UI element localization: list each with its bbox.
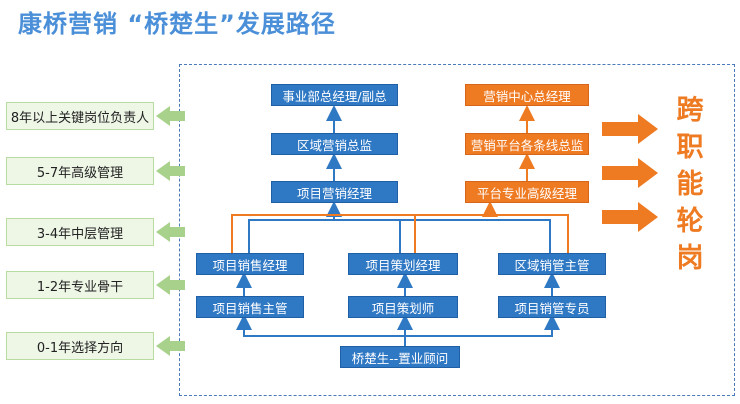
node-sales-manager: 项目销售经理 bbox=[196, 253, 304, 275]
node-marketing-center-gm: 营销中心总经理 bbox=[465, 84, 589, 106]
left-arrow-icon bbox=[156, 336, 170, 356]
level-label: 5-7年高级管理 bbox=[6, 157, 154, 185]
level-label: 0-1年选择方向 bbox=[6, 332, 154, 360]
node-platform-director: 营销平台各条线总监 bbox=[465, 133, 589, 155]
left-arrow-icon bbox=[156, 275, 170, 295]
node-sales-admin-specialist: 项目销管专员 bbox=[498, 296, 606, 318]
node-property-consultant: 桥楚生--置业顾问 bbox=[340, 346, 460, 368]
level-label: 3-4年中层管理 bbox=[6, 218, 154, 246]
cross-function-rotation-label: 跨职能轮岗 bbox=[676, 95, 704, 274]
arrow-tail bbox=[169, 280, 185, 290]
node-sales-admin-supervisor: 区域销管主管 bbox=[498, 253, 606, 275]
node-planner: 项目策划师 bbox=[348, 296, 458, 318]
left-arrow-icon bbox=[156, 222, 170, 242]
node-regional-director: 区域营销总监 bbox=[271, 133, 398, 155]
page-title: 康桥营销 “桥楚生”发展路径 bbox=[18, 10, 336, 38]
node-platform-senior-manager: 平台专业高级经理 bbox=[465, 181, 589, 203]
right-arrow-icon bbox=[602, 158, 658, 188]
right-arrow-icon bbox=[602, 114, 658, 144]
level-item: 5-7年高级管理 bbox=[6, 157, 185, 187]
rotation-arrows bbox=[602, 114, 658, 232]
node-sales-supervisor: 项目销售主管 bbox=[196, 296, 304, 318]
left-arrow-icon bbox=[156, 161, 170, 181]
arrow-tail bbox=[169, 111, 185, 121]
arrow-tail bbox=[169, 227, 185, 237]
level-item: 0-1年选择方向 bbox=[6, 332, 185, 362]
level-item: 1-2年专业骨干 bbox=[6, 271, 185, 301]
left-arrow-icon bbox=[156, 106, 170, 126]
level-item: 3-4年中层管理 bbox=[6, 218, 185, 248]
node-planning-manager: 项目策划经理 bbox=[348, 253, 458, 275]
arrow-tail bbox=[169, 341, 185, 351]
arrow-tail bbox=[169, 166, 185, 176]
level-item: 8年以上关键岗位负责人 bbox=[6, 102, 185, 132]
node-bu-gm: 事业部总经理/副总 bbox=[271, 84, 398, 106]
node-project-marketing-manager: 项目营销经理 bbox=[271, 181, 398, 203]
level-label: 1-2年专业骨干 bbox=[6, 271, 154, 299]
right-arrow-icon bbox=[602, 202, 658, 232]
level-label: 8年以上关键岗位负责人 bbox=[6, 102, 154, 130]
